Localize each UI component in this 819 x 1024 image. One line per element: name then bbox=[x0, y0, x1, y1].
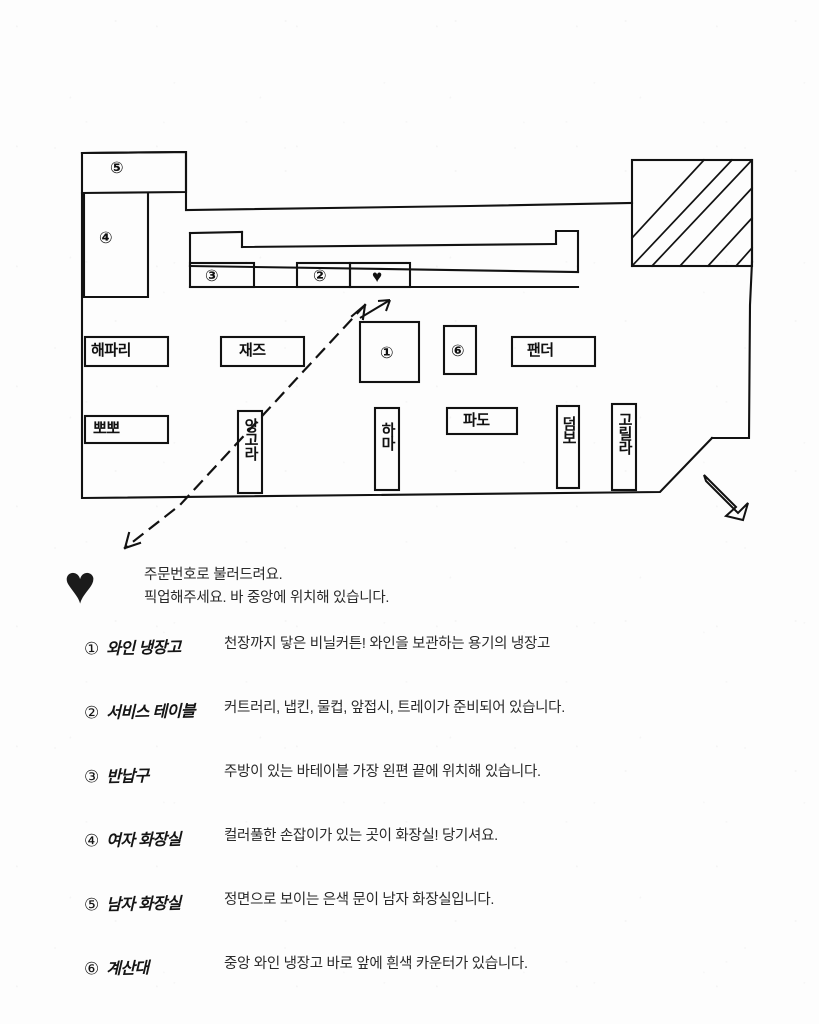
arrow-to-heart bbox=[359, 299, 391, 319]
hatch-lines bbox=[630, 158, 754, 268]
legend-desc-3: 주방이 있는 바테이블 가장 왼편 끝에 위치해 있습니다. bbox=[224, 764, 541, 780]
table-hama-box bbox=[373, 406, 401, 492]
table-label-haepari: 해파리 bbox=[91, 342, 131, 359]
room-5-outline bbox=[80, 150, 188, 195]
entrance-arrow-outline bbox=[703, 474, 749, 522]
legend-number-4: ④ bbox=[83, 831, 100, 852]
legend-item-1: ① 와인 냉장고 천장까지 닿은 비닐커튼! 와인을 보관하는 용기의 냉장고 bbox=[84, 634, 784, 698]
legend-key-3: ③ 반납구 bbox=[83, 761, 224, 788]
pickup-path-dashed bbox=[123, 303, 367, 550]
legend-desc-2: 커트러리, 냅킨, 물컵, 앞접시, 트레이가 준비되어 있습니다. bbox=[224, 700, 565, 716]
legend-desc-1: 천장까지 닿은 비닐커튼! 와인을 보관하는 용기의 냉장고 bbox=[224, 636, 551, 652]
outer-wall-top bbox=[80, 150, 634, 212]
legend-key-4: ④ 여자 화장실 bbox=[83, 825, 224, 852]
legend-key-5: ⑤ 남자 화장실 bbox=[83, 889, 224, 916]
legend-term-2: 서비스 테이블 bbox=[106, 703, 196, 722]
table-label-pado: 파도 bbox=[463, 412, 490, 429]
map-symbol-fixture-6: ⑥ bbox=[451, 341, 465, 360]
table-jazz-box bbox=[219, 335, 306, 368]
legend-item-4: ④ 여자 화장실 컬러풀한 손잡이가 있는 곳이 화장실! 당기셔요. bbox=[84, 826, 784, 890]
pickup-note-text: 주문번호로 불러드려요. 픽업해주세요. 바 중앙에 위치해 있습니다. bbox=[144, 564, 389, 611]
legend-desc-6: 중앙 와인 냉장고 바로 앞에 흰색 카운터가 있습니다. bbox=[224, 956, 528, 972]
bar-left-top bbox=[188, 230, 244, 235]
map-symbol-fixture-1: ① bbox=[380, 343, 394, 362]
outer-wall-right-lower bbox=[710, 260, 754, 440]
pickup-arrow-head-down bbox=[123, 531, 142, 550]
floor-plan-drawing bbox=[80, 150, 754, 550]
table-label-hama: 하마 bbox=[379, 422, 396, 450]
table-ppoppo-box bbox=[83, 414, 170, 445]
legend-key-1: ① 와인 냉장고 bbox=[83, 633, 224, 660]
bar-inner-top bbox=[240, 242, 558, 249]
legend-key-2: ② 서비스 테이블 bbox=[83, 697, 224, 724]
table-panda-box bbox=[510, 335, 597, 368]
table-gorilla-box bbox=[610, 402, 638, 492]
legend-term-6: 계산대 bbox=[106, 960, 149, 978]
bar-bottom bbox=[188, 264, 580, 274]
bar-right-end bbox=[554, 229, 580, 274]
legend-term-3: 반납구 bbox=[106, 768, 149, 786]
legend-number-1: ① bbox=[83, 639, 100, 660]
legend-item-3: ③ 반납구 주방이 있는 바테이블 가장 왼편 끝에 위치해 있습니다. bbox=[84, 762, 784, 826]
legend-item-5: ⑤ 남자 화장실 정면으로 보이는 은색 문이 남자 화장실입니다. bbox=[84, 890, 784, 954]
map-symbol-bar-2: ② bbox=[313, 266, 327, 285]
pickup-note: ♥ 주문번호로 불러드려요. 픽업해주세요. 바 중앙에 위치해 있습니다. bbox=[60, 556, 760, 618]
legend-item-2: ② 서비스 테이블 커트러리, 냅킨, 물컵, 앞접시, 트레이가 준비되어 있… bbox=[84, 698, 784, 762]
table-angora-box bbox=[236, 409, 264, 495]
map-symbol-heart: ♥ bbox=[372, 267, 383, 286]
legend-item-6: ⑥ 계산대 중앙 와인 냉장고 바로 앞에 흰색 카운터가 있습니다. bbox=[84, 954, 784, 1018]
legend-list: ① 와인 냉장고 천장까지 닿은 비닐커튼! 와인을 보관하는 용기의 냉장고 … bbox=[84, 634, 784, 1018]
table-label-angora: 앙고라 bbox=[242, 418, 259, 460]
table-dumbo-box bbox=[555, 404, 581, 490]
table-label-ppoppo: 뽀뽀 bbox=[93, 420, 120, 437]
floor-plan-map: ⑤ ④ ③ ② ♥ ① ⑥ 해파리 재즈 팬더 뽀뽀 파도 앙고라 하마 덤보 … bbox=[80, 150, 754, 550]
table-label-gorilla: 고릴라 bbox=[616, 412, 633, 454]
legend-key-6: ⑥ 계산대 bbox=[83, 953, 224, 980]
table-label-jazz: 재즈 bbox=[239, 342, 266, 359]
legend-term-5: 남자 화장실 bbox=[106, 895, 181, 914]
map-symbol-room-4: ④ bbox=[99, 228, 113, 247]
legend-number-3: ③ bbox=[83, 767, 100, 788]
pickup-note-line-2: 픽업해주세요. 바 중앙에 위치해 있습니다. bbox=[144, 590, 390, 607]
hatched-block bbox=[630, 158, 754, 268]
heart-icon: ♥ bbox=[64, 555, 97, 615]
outer-wall-left-bottom bbox=[80, 151, 714, 500]
table-label-dumbo: 덤보 bbox=[560, 416, 577, 444]
fixture-1-box bbox=[358, 320, 421, 384]
legend-desc-5: 정면으로 보이는 은색 문이 남자 화장실입니다. bbox=[224, 892, 495, 908]
fixture-6-box bbox=[442, 324, 478, 376]
pickup-note-line-1: 주문번호로 불러드려요. bbox=[144, 567, 283, 583]
table-pado-box bbox=[445, 406, 519, 436]
legend-term-1: 와인 냉장고 bbox=[106, 639, 181, 658]
legend-term-4: 여자 화장실 bbox=[106, 831, 181, 850]
table-label-panda: 팬더 bbox=[527, 342, 554, 359]
legend-number-5: ⑤ bbox=[83, 895, 100, 916]
map-symbol-room-5: ⑤ bbox=[110, 158, 124, 177]
table-haepari-box bbox=[83, 335, 170, 368]
legend-desc-4: 컬러풀한 손잡이가 있는 곳이 화장실! 당기셔요. bbox=[224, 828, 498, 844]
room-4-outline bbox=[82, 191, 150, 299]
legend-number-2: ② bbox=[83, 703, 100, 724]
map-symbol-bar-3: ③ bbox=[205, 266, 219, 285]
legend-number-6: ⑥ bbox=[83, 959, 100, 980]
